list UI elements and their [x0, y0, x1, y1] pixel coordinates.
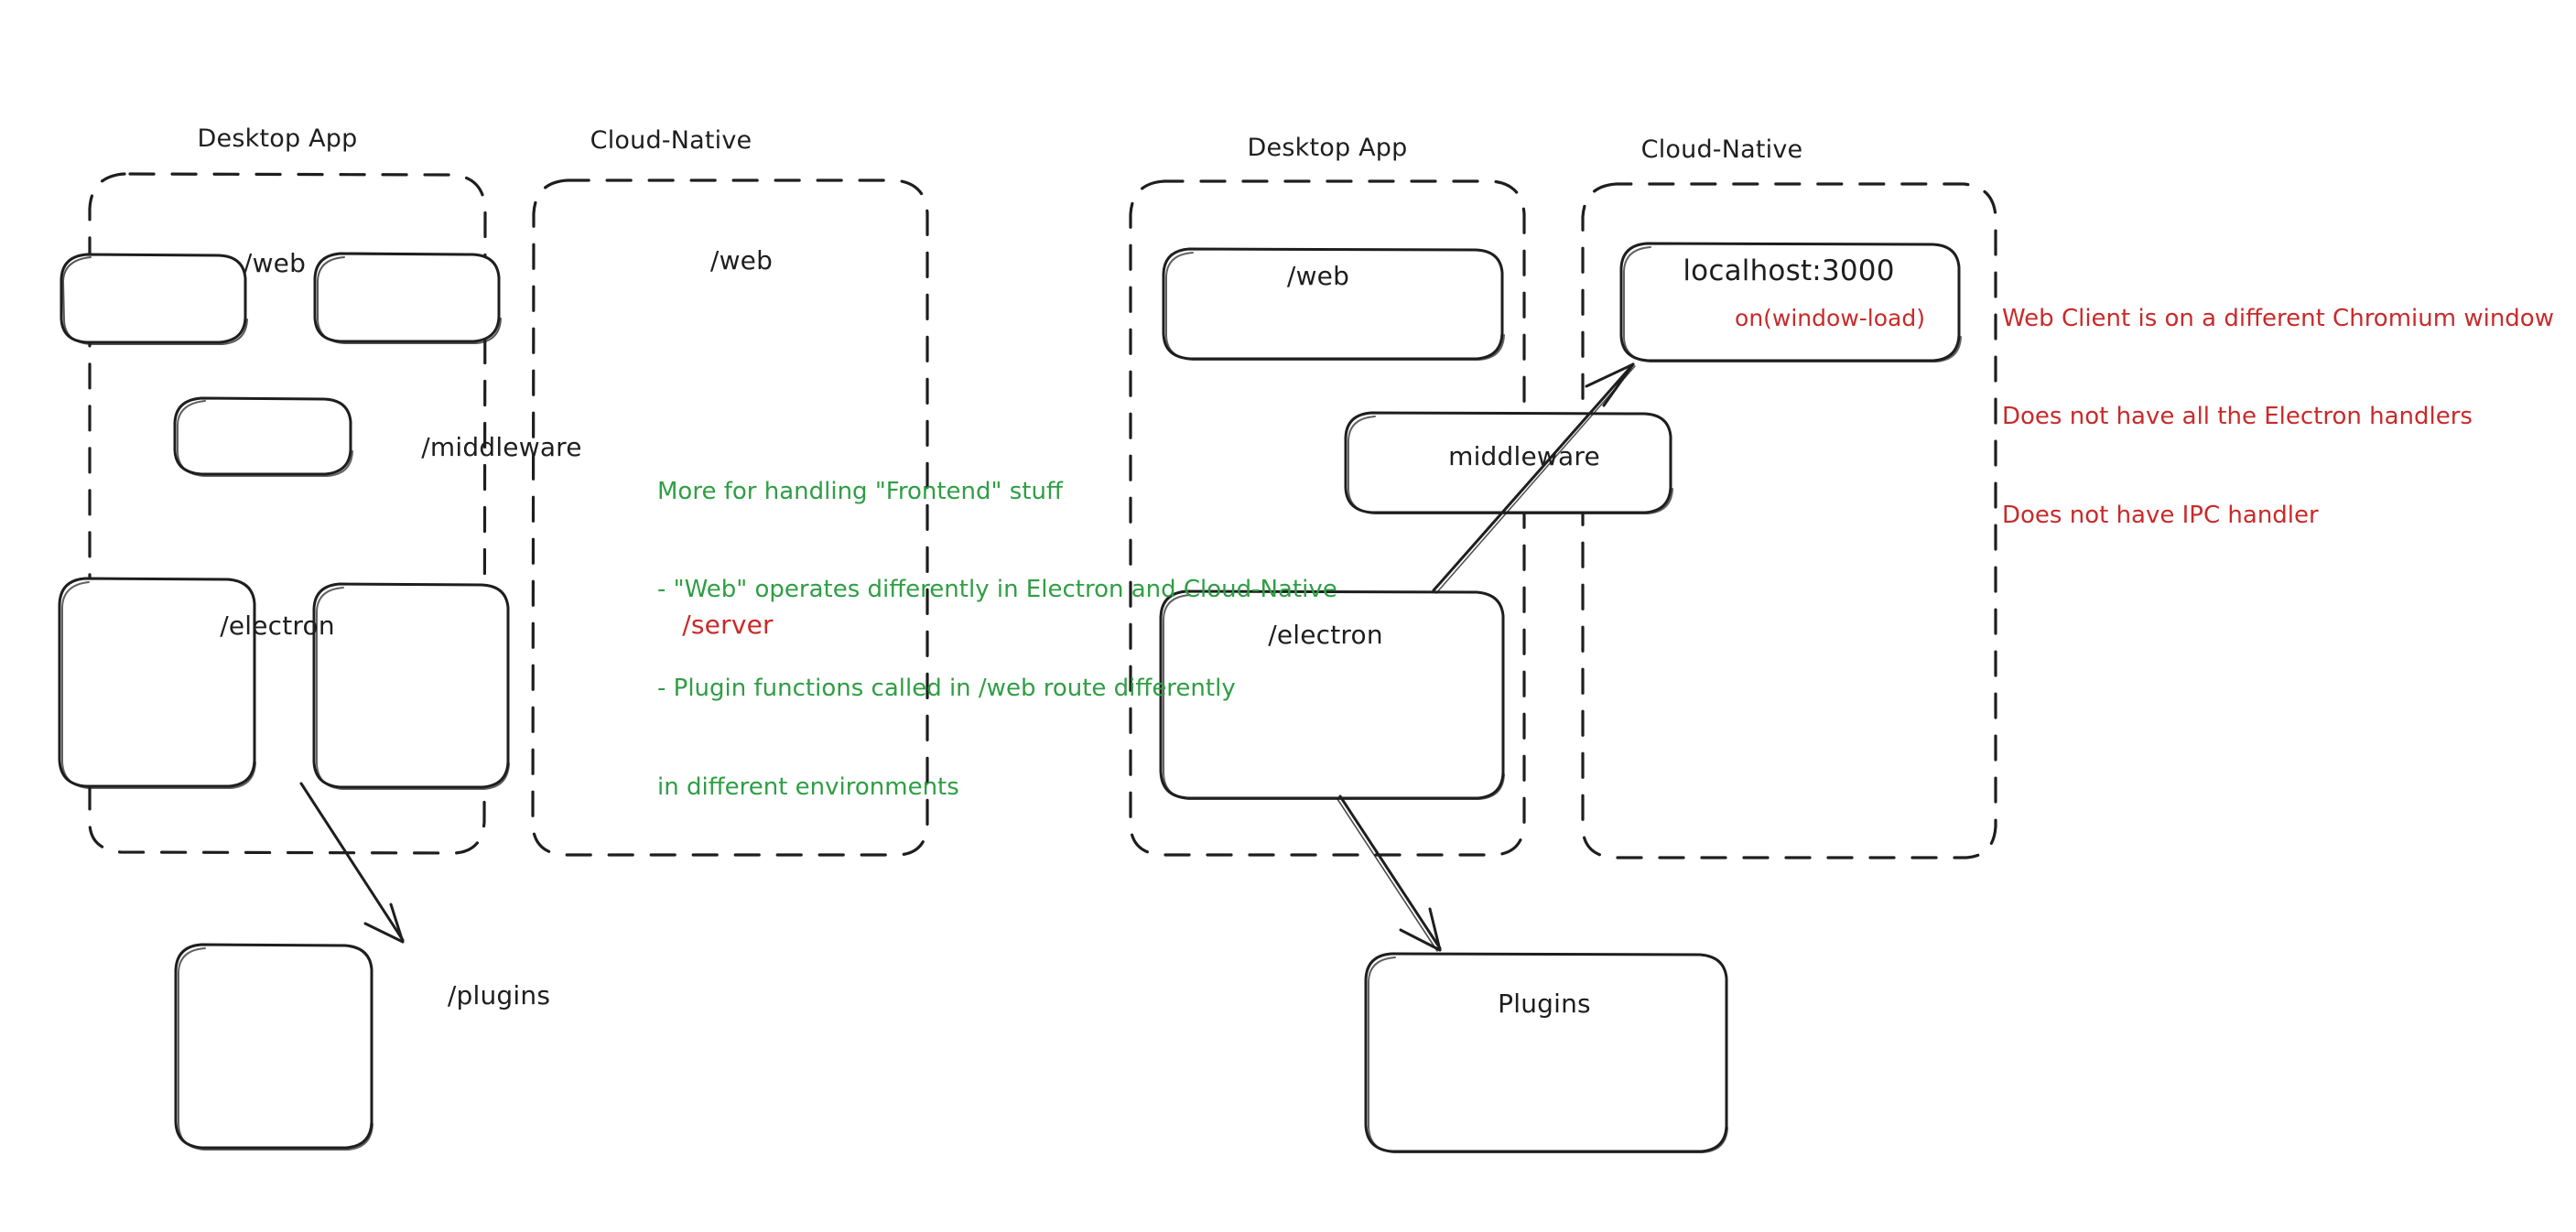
arrow-right-electron-to-plugins: [1337, 794, 1442, 952]
box-label-left-electron: /electron: [220, 611, 335, 641]
annotation-right-line-2: Does not have all the Electron handlers: [2002, 403, 2473, 431]
shape-left-desktop-web: [60, 253, 248, 345]
box-label-left-cloud-web: /web: [709, 245, 774, 276]
shape-left-middleware: [173, 396, 353, 477]
shape-left-cloud-web: [313, 252, 502, 344]
annotation-left-line-3: - Plugin functions called in /web route …: [657, 675, 1236, 702]
annotation-right-line-3: Does not have IPC handler: [2002, 502, 2319, 529]
arrow-left-electron-to-plugins: [299, 782, 405, 944]
box-label-left-middleware: /middleware: [421, 432, 582, 462]
box-label-right-localhost: localhost:3000: [1683, 254, 1895, 287]
annotation-right-line-1: Web Client is on a different Chromium wi…: [2002, 304, 2554, 332]
box-label-left-server: /server: [682, 610, 774, 640]
box-label-right-plugins: Plugins: [1498, 989, 1591, 1019]
annotation-left-green: More for handling "Frontend" stuff - "We…: [657, 410, 1337, 870]
box-label-right-middleware: middleware: [1448, 441, 1600, 471]
box-label-left-plugins: /plugins: [447, 980, 551, 1010]
shape-right-plugins: [1364, 952, 1728, 1153]
annotation-left-line-2: - "Web" operates differently in Electron…: [657, 576, 1337, 604]
group-title-left-cloud-native: Cloud-Native: [590, 126, 752, 155]
box-label-right-desktop-web: /web: [1286, 261, 1350, 291]
annotation-left-line-4: in different environments: [657, 773, 959, 801]
shape-left-server: [312, 582, 510, 790]
arrow-right-electron-to-localhost: [1432, 362, 1636, 594]
box-label-right-electron: /electron: [1268, 620, 1383, 650]
annotation-right-red: Web Client is on a different Chromium wi…: [2002, 237, 2554, 599]
group-title-right-cloud-native: Cloud-Native: [1640, 135, 1803, 164]
group-title-right-desktop-app: Desktop App: [1247, 134, 1408, 162]
annotation-left-line-1: More for handling "Frontend" stuff: [657, 477, 1063, 505]
shape-left-plugins: [174, 943, 373, 1151]
group-title-left-desktop-app: Desktop App: [197, 124, 358, 153]
box-label-left-desktop-web: /web: [243, 248, 307, 278]
box-sublabel-right-localhost-on-window-load: on(window-load): [1735, 305, 1925, 331]
